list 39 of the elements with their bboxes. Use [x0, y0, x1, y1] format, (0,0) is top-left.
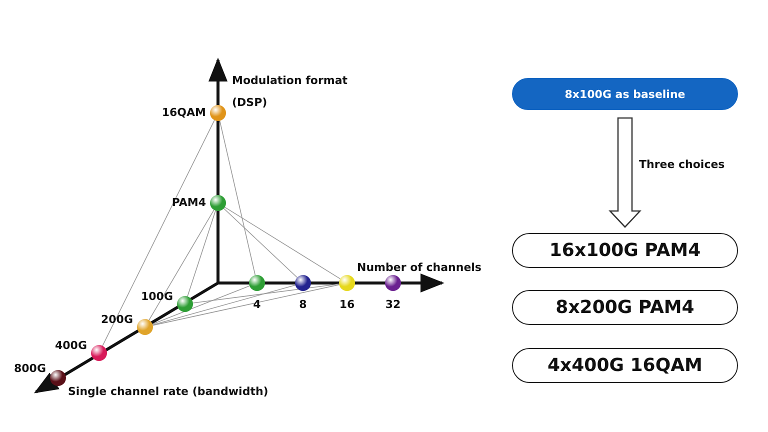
- tick-label: 16QAM: [162, 106, 206, 120]
- hollow-arrow: [608, 117, 642, 228]
- connector-line: [187, 210, 216, 297]
- connector-line: [224, 206, 341, 280]
- tick-label: 4: [253, 298, 261, 312]
- sphere-marker: [249, 275, 265, 291]
- connector-line: [152, 284, 340, 326]
- sphere-marker: [210, 105, 226, 121]
- connector-line: [219, 120, 256, 276]
- sphere-marker: [385, 275, 401, 291]
- sphere-marker: [177, 296, 193, 312]
- connector-line: [192, 284, 340, 304]
- tick-label: 400G: [55, 339, 87, 353]
- rounded-box: 8x200G PAM4: [512, 290, 738, 325]
- rounded-box: 4x400G 16QAM: [512, 348, 738, 383]
- tick-label: 16: [339, 298, 355, 312]
- sphere-marker: [210, 195, 226, 211]
- sphere-marker: [339, 275, 355, 291]
- rounded-box: 8x100G as baseline: [512, 78, 738, 110]
- connector-line: [223, 208, 298, 278]
- sphere-marker: [91, 345, 107, 361]
- axis-title: Number of channels: [357, 261, 482, 275]
- connector-line: [152, 286, 250, 324]
- axis-title: Single channel rate (bandwidth): [68, 385, 268, 399]
- connector-line: [102, 120, 215, 346]
- rounded-box: 16x100G PAM4: [512, 233, 738, 268]
- tick-label: 100G: [141, 290, 173, 304]
- tick-label: 32: [385, 298, 401, 312]
- tick-label: 8: [299, 298, 307, 312]
- sphere-marker: [137, 319, 153, 335]
- tick-label: PAM4: [172, 196, 206, 210]
- axis-title: Modulation format (DSP): [232, 73, 349, 111]
- sphere-marker: [50, 370, 66, 386]
- tick-label: 200G: [101, 313, 133, 327]
- tick-label: 800G: [14, 362, 46, 376]
- sphere-marker: [295, 275, 311, 291]
- connector-line: [152, 284, 296, 326]
- edge-label: Three choices: [639, 158, 725, 172]
- connector-line: [148, 210, 214, 320]
